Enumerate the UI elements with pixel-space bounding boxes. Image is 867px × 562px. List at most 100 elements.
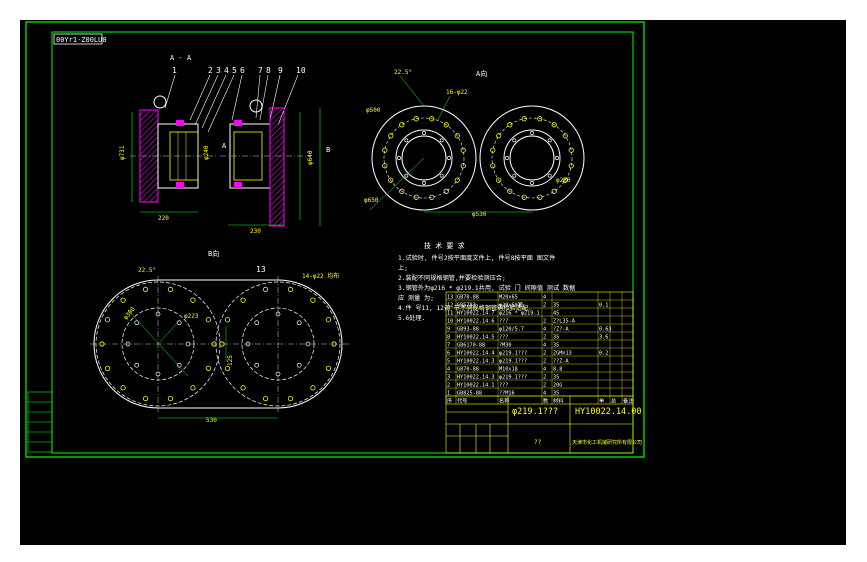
bom-cell: HY10022.14.1 (457, 383, 494, 389)
bolt-hole (568, 147, 574, 153)
bolt-hole (490, 147, 496, 153)
inner-hole (254, 320, 260, 326)
bolt-hole (443, 188, 449, 194)
company-name: 天津市化工机械研究所有限公司 (572, 439, 642, 446)
bolt-hole (262, 395, 269, 402)
bom-cell: 5 (447, 359, 450, 365)
bom-cell: 8 (447, 335, 450, 341)
inner-hole (296, 320, 302, 326)
section-left-assembly (130, 95, 216, 203)
bom-cell: M10x18 (499, 367, 518, 373)
dim-phi500: φ500 (366, 107, 381, 114)
arrow-a-label: A (222, 142, 227, 150)
bolt-hole (454, 133, 460, 139)
section-right-assembly (220, 99, 310, 227)
inner-hole (404, 138, 409, 143)
inner-hole (185, 341, 191, 347)
bom-cell: φ219.1??? (499, 375, 527, 381)
notes-title: 技 术 要 求 (424, 241, 465, 250)
bom-cell: 7 (447, 343, 450, 349)
bom-cell: GB5783 (457, 303, 476, 309)
bolt-hole (240, 385, 246, 391)
bolt-hole (429, 194, 435, 200)
title-footer: ?? (534, 439, 542, 446)
bom-header-cell: 备注 (623, 397, 633, 405)
bom-cell: ??M16 (499, 391, 515, 397)
bolt-hole (388, 133, 394, 139)
bolt-hole (460, 163, 466, 169)
view-a-dim-lines (369, 75, 532, 213)
dim-530b: 530 (206, 417, 217, 424)
bolt-hole (388, 177, 394, 183)
bom-header-cell: 总 (611, 397, 616, 405)
inner-hole (422, 131, 426, 135)
inner-hole (155, 371, 161, 377)
bolt-hole (399, 122, 405, 128)
part-5-label: 5 (232, 66, 237, 75)
revision-table (27, 391, 53, 453)
bolt-hole (167, 286, 174, 293)
dim-phi650: φ650 (364, 197, 379, 204)
bolt-hole (562, 133, 568, 139)
bom-cell: 2 (543, 303, 546, 309)
inner-hole (155, 311, 161, 317)
bom-cell: 13 (447, 295, 453, 301)
bom-cell: 35 (553, 335, 559, 341)
dim-angle-1: 22.5° (394, 69, 412, 76)
bom-cell: 4 (543, 391, 546, 397)
cad-viewport[interactable]: 00Yr1-Z00LU0 A - A 1 2 3 4 5 6 7 8 9 10 (20, 20, 846, 545)
bolt-hole (413, 116, 419, 122)
bolt-hole (399, 188, 405, 194)
dim-phi223: φ223 (184, 313, 199, 320)
bom-cell: GB825-88 (457, 391, 482, 397)
bolt-hole (287, 286, 294, 293)
bom-cell: φ20x60套 (499, 301, 524, 309)
part-10-label: 10 (296, 66, 306, 75)
inner-hole (505, 156, 509, 160)
part-6-label: 6 (240, 66, 245, 75)
bom-cell: 6 (447, 351, 450, 357)
bolt-hole (562, 177, 568, 183)
view-b-dim-lines (127, 309, 278, 419)
dim-holes-1: 16-φ22 (446, 89, 468, 96)
inner-hole (245, 341, 251, 347)
view-a-label: A向 (476, 69, 487, 78)
bolt-hole (568, 163, 574, 169)
part-8-label: 8 (266, 66, 271, 75)
bolt-hole (507, 188, 513, 194)
bom-header-cell: 代号 (457, 397, 467, 405)
bolt-hole (496, 177, 502, 183)
part-4-label: 4 (224, 66, 229, 75)
part-number-labels: 1 2 3 4 5 6 7 8 9 10 (172, 66, 306, 75)
part-9-label: 9 (278, 66, 283, 75)
bom-cell: HY10022.14.3 (457, 359, 494, 365)
bom-cell: 9 (447, 327, 450, 333)
bom-cell: 2 (543, 319, 546, 325)
inner-hole (422, 181, 426, 185)
inner-hole (296, 362, 302, 368)
note-line-5: 应 测量 为; (398, 294, 434, 302)
bom-cell: φ219.1??? (499, 351, 527, 357)
bolt-hole (325, 365, 332, 371)
bom-cell: φ219.1??? (499, 359, 527, 365)
bolt-hole (104, 365, 111, 371)
bolt-hole (490, 163, 496, 169)
bom-cell: 45 (553, 311, 559, 317)
bolt-hole (551, 188, 557, 194)
bolt-hole (413, 194, 419, 200)
section-label: A - A (170, 54, 192, 62)
bolt-hole (382, 163, 388, 169)
bom-header-cell: 序 (447, 397, 452, 405)
note-line-1: 1.试验时, 件号2按平面度文件上, 件号8按平面 图文件 (398, 254, 555, 262)
bom-cell: 2 (543, 383, 546, 389)
view-a-flange-right (479, 105, 585, 211)
bom-cell: 2 (543, 375, 546, 381)
bom-cell: ??? (499, 383, 508, 389)
code-stamp: 00Yr1-Z00LU0 (56, 36, 107, 44)
bolt-hole (224, 317, 231, 323)
dim-phi-right: φ640 (307, 150, 314, 165)
bom-cell: 3 (447, 375, 450, 381)
bom-cell: 35 (553, 303, 559, 309)
bom-cell: 35 (553, 375, 559, 381)
bolt-hole (460, 147, 466, 153)
